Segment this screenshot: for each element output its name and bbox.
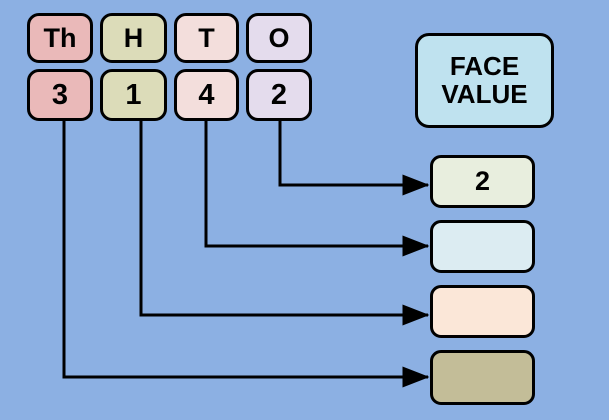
connector-tens	[204, 121, 430, 257]
result-box-tens[interactable]	[430, 220, 535, 273]
connector-thousands	[62, 121, 430, 388]
result-box-ones[interactable]: 2	[430, 155, 535, 208]
digit-cell-ones[interactable]: 2	[246, 69, 312, 121]
place-label-thousands: Th	[27, 13, 93, 63]
place-label-hundreds: H	[100, 13, 167, 63]
digit-cell-thousands[interactable]: 3	[27, 69, 93, 121]
face-value-line-1: FACE	[449, 51, 520, 82]
connector-ones	[278, 121, 430, 196]
face-value-header: FACE VALUE	[415, 33, 554, 128]
face-value-line-2: VALUE	[441, 78, 528, 109]
digit-cell-hundreds[interactable]: 1	[100, 69, 167, 121]
digit-cell-tens[interactable]: 4	[174, 69, 239, 121]
place-label-ones: O	[246, 13, 312, 63]
result-box-hundreds[interactable]	[430, 285, 535, 338]
result-box-thousands[interactable]	[430, 350, 535, 405]
connector-hundreds	[139, 121, 430, 326]
place-label-tens: T	[174, 13, 239, 63]
